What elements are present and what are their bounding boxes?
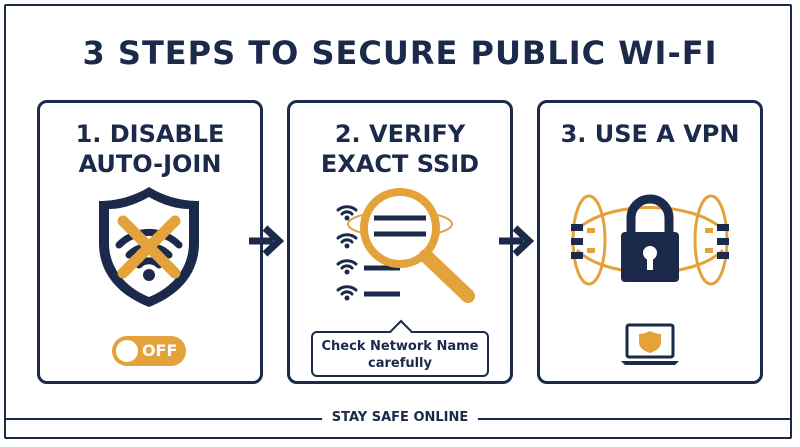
magnifier-icon — [347, 188, 475, 303]
page-title: 3 STEPS TO SECURE PUBLIC WI-FI — [82, 34, 718, 72]
arrow-right-icon — [499, 225, 535, 257]
wifi-list-icon — [336, 188, 475, 303]
arrow-right-icon — [249, 225, 285, 257]
cross-icon — [117, 215, 181, 279]
step-title-line2: AUTO-JOIN — [78, 150, 222, 178]
footer-rule-right — [476, 418, 792, 420]
step-title: 2. VERIFY EXACT SSID — [290, 119, 510, 179]
auto-join-toggle[interactable]: OFF — [112, 336, 186, 366]
toggle-knob — [116, 340, 138, 362]
step-title-line2: EXACT SSID — [320, 150, 480, 178]
check-network-callout: Check Network Name carefully — [311, 331, 489, 377]
toggle-label: OFF — [142, 341, 178, 360]
footer-tagline: STAY SAFE ONLINE — [0, 410, 800, 425]
step-title: 1. DISABLE AUTO-JOIN — [40, 119, 260, 179]
footer-text: STAY SAFE ONLINE — [321, 410, 479, 425]
padlock-icon — [621, 194, 679, 282]
step-title-line1: 3. USE A VPN — [560, 120, 740, 148]
step-title-line1: 1. DISABLE — [75, 120, 225, 148]
callout-text: Check Network Name carefully — [321, 339, 479, 371]
footer-rule-left — [6, 418, 324, 420]
vpn-tunnel-icon — [571, 194, 729, 286]
step-title: 3. USE A VPN — [540, 119, 760, 149]
laptop-icon — [621, 323, 679, 365]
step-title-line1: 2. VERIFY — [334, 120, 466, 148]
shield-icon — [99, 187, 199, 307]
outer-frame — [4, 4, 792, 439]
